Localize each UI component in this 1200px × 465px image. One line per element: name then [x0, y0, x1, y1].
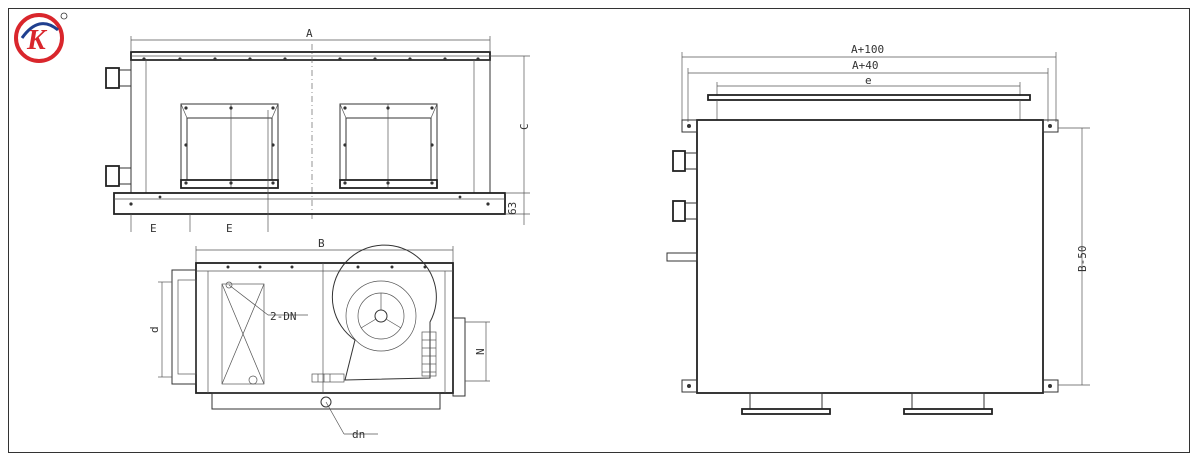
dim-label-e: e	[865, 74, 872, 87]
dim-label-B-50: B-50	[1076, 246, 1089, 273]
top-rail-bolts	[142, 57, 480, 61]
side-view: A+100 A+40 e	[666, 43, 1090, 415]
dim-label-N: N	[474, 348, 487, 355]
plan-view: B d 2-DN	[148, 237, 490, 441]
centrifugal-fan	[331, 244, 437, 381]
dim-label-E1: E	[150, 222, 157, 235]
dim-label-A: A	[306, 27, 313, 40]
svg-text:K: K	[26, 25, 48, 56]
dim-label-2-DN: 2-DN	[270, 310, 297, 323]
outlet-right	[339, 103, 438, 189]
dim-label-A+40: A+40	[852, 59, 879, 72]
company-logo: K	[14, 12, 68, 63]
dim-label-C: C	[518, 123, 531, 130]
dim-label-E2: E	[226, 222, 233, 235]
drawing-frame	[8, 8, 1190, 453]
outlet-left	[180, 103, 279, 189]
dim-label-63: 63	[506, 202, 519, 215]
dim-label-dn: dn	[352, 428, 365, 441]
dim-label-B: B	[318, 237, 325, 250]
dim-label-d: d	[148, 326, 161, 333]
front-view: A C 63 E E	[105, 27, 531, 235]
pipe-fittings	[105, 67, 132, 187]
dim-label-A+100: A+100	[851, 43, 884, 56]
